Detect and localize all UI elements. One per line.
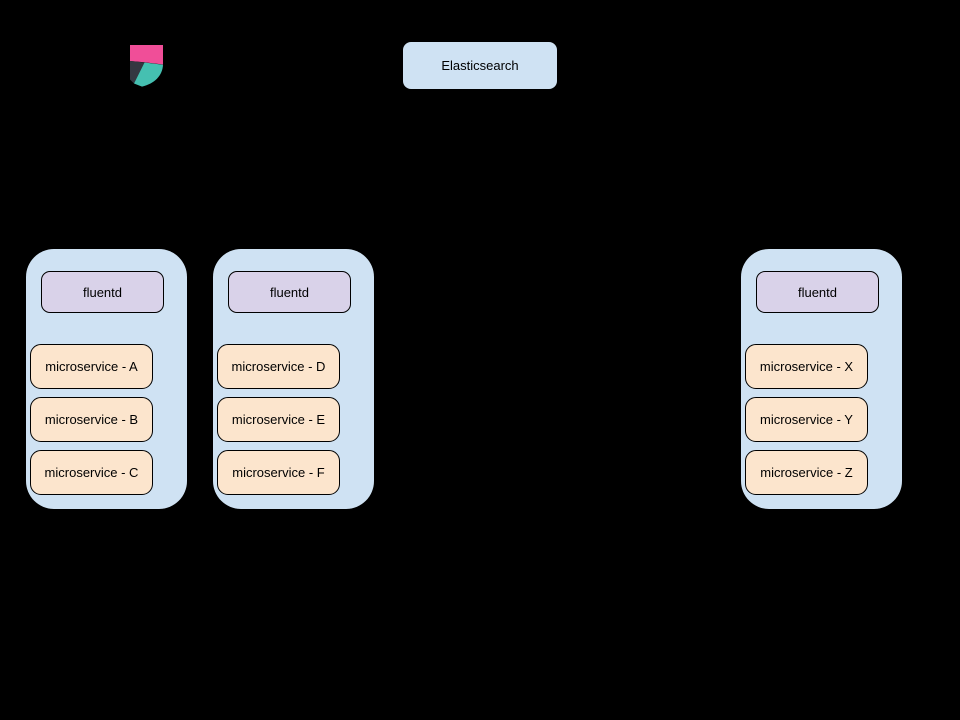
microservice-label: microservice - C — [44, 465, 139, 480]
fluentd-label: fluentd — [82, 284, 123, 300]
fluentd-node-3: fluentd — [756, 271, 879, 313]
node-group-1: fluentd microservice - A microservice - … — [26, 249, 187, 509]
microservice-label: microservice - F — [232, 465, 325, 480]
microservice-node-f: microservice - F — [217, 450, 340, 495]
microservice-label: microservice - E — [231, 412, 326, 427]
microservice-label: microservice - X — [759, 359, 854, 374]
microservice-node-c: microservice - C — [30, 450, 153, 495]
microservice-node-y: microservice - Y — [745, 397, 868, 442]
microservice-node-a: microservice - A — [30, 344, 153, 389]
fluentd-label: fluentd — [269, 284, 310, 300]
microservice-node-z: microservice - Z — [745, 450, 868, 495]
microservice-node-x: microservice - X — [745, 344, 868, 389]
elasticsearch-label: Elasticsearch — [441, 58, 519, 73]
microservice-node-d: microservice - D — [217, 344, 340, 389]
elasticsearch-node: Elasticsearch — [403, 42, 557, 89]
kibana-logo-dark-shape — [130, 61, 145, 84]
node-group-3: fluentd microservice - X microservice - … — [741, 249, 902, 509]
microservice-label: microservice - D — [231, 359, 326, 374]
fluentd-node-2: fluentd — [228, 271, 351, 313]
microservice-label: microservice - B — [44, 412, 139, 427]
microservice-label: microservice - Y — [760, 412, 853, 427]
microservice-label: microservice - A — [45, 359, 138, 374]
kibana-logo-icon — [130, 45, 163, 87]
kibana-logo-teal-shape — [134, 62, 163, 87]
microservice-node-b: microservice - B — [30, 397, 153, 442]
microservice-node-e: microservice - E — [217, 397, 340, 442]
fluentd-node-1: fluentd — [41, 271, 164, 313]
node-group-2: fluentd microservice - D microservice - … — [213, 249, 374, 509]
kibana-logo-pink-shape — [130, 45, 163, 65]
microservice-label: microservice - Z — [760, 465, 853, 480]
fluentd-label: fluentd — [797, 284, 838, 300]
